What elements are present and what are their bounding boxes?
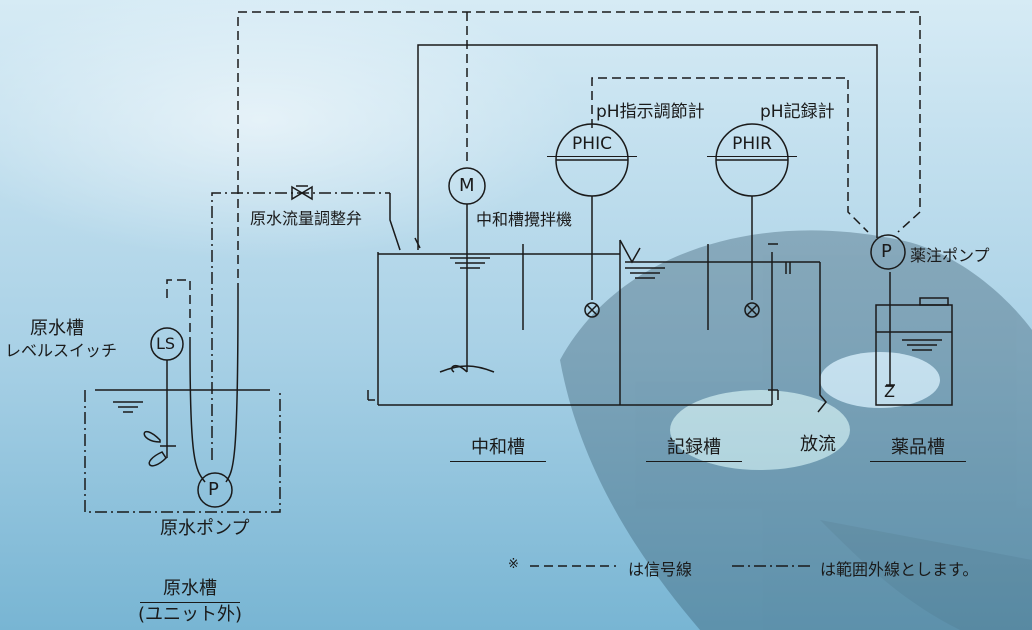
signal-lines	[166, 11, 921, 346]
level-switch-label: レベルスイッチ	[5, 341, 118, 360]
phir-instrument	[715, 123, 789, 318]
mixer	[439, 204, 495, 373]
mixer-label: 中和槽攪拌機	[476, 210, 573, 229]
recording-tank-label: 記録槽	[646, 433, 742, 462]
ls-circle	[150, 327, 184, 361]
phic-tag: PHIC	[547, 134, 637, 157]
flow-valve-symbol	[291, 185, 313, 201]
raw-water-caption-subtitle: (ユニット外)	[137, 604, 243, 625]
phir-tag: PHIR	[707, 134, 797, 157]
raw-water-caption-title: 原水槽	[140, 574, 240, 603]
raw-tank-contents	[95, 291, 270, 483]
chemical-tank-label: 薬品槽	[870, 433, 966, 462]
legend-signal-text: は信号線	[628, 560, 693, 579]
flow-valve-label: 原水流量調整弁	[250, 209, 363, 228]
chemical-tank	[875, 297, 953, 406]
raw-pump-label: 原水ポンプ	[160, 518, 250, 539]
chemical-pump-label: 薬注ポンプ	[910, 246, 990, 265]
chemical-pump-circle	[870, 234, 906, 270]
out-of-scope-lines	[84, 192, 390, 513]
legend-outside-text: は範囲外線とします。	[820, 560, 979, 579]
discharge-pipe	[785, 262, 827, 413]
motor-symbol: M	[459, 175, 475, 196]
ls-symbol: LS	[156, 334, 176, 353]
ph-indicator-controller-label: pH指示調節計	[596, 102, 705, 122]
discharge-label: 放流	[800, 434, 836, 455]
legend-mark: ※	[508, 557, 519, 572]
raw-pump-symbol: P	[208, 479, 219, 500]
ph-recorder-label: pH記録計	[760, 102, 835, 122]
neutralization-tank-label: 中和槽	[450, 433, 546, 462]
main-tank	[367, 239, 820, 406]
motor-circle	[448, 167, 486, 205]
orca-watermark	[560, 230, 1032, 630]
z-mark: Z	[884, 382, 895, 401]
chemical-pump-symbol: P	[881, 241, 892, 262]
phic-instrument	[555, 123, 629, 318]
raw-pump-circle	[197, 472, 233, 508]
raw-tank-label: 原水槽	[30, 318, 84, 339]
piping	[389, 44, 895, 386]
